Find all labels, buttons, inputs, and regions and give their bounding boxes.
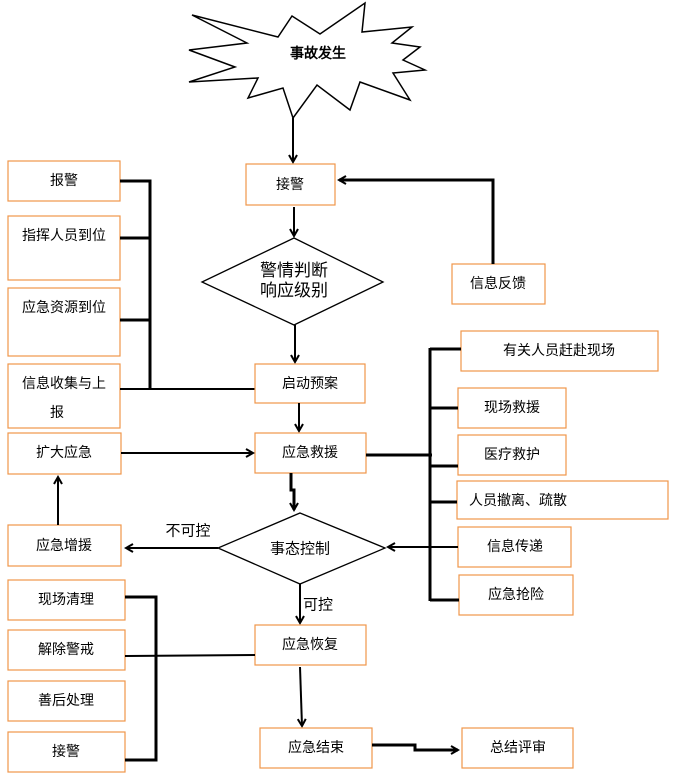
connector [124, 654, 256, 657]
emergency-repair-box [458, 574, 574, 616]
review-label: 总结评审 [490, 740, 546, 756]
personnel-arrive-box [460, 330, 659, 372]
judge-line2: 响应级别 [260, 281, 328, 301]
site-cleanup-label: 现场清理 [38, 592, 94, 608]
feedback-box [451, 263, 546, 305]
info-collect-label-2: 报 [50, 405, 64, 421]
receive-alarm-2-box [7, 731, 126, 773]
medical-label: 医疗救护 [484, 447, 540, 463]
info-transfer-box [457, 526, 572, 568]
personnel-arrive-label: 有关人员赶赴现场 [503, 343, 615, 359]
receive-alarm-label: 接警 [276, 176, 304, 193]
end-box [259, 727, 373, 769]
left-bracket [120, 179, 152, 389]
site-cleanup-box [7, 579, 126, 621]
alarm-box [7, 160, 121, 202]
review-box [461, 727, 574, 769]
arrow [372, 743, 458, 750]
controllable-label: 可控 [303, 596, 333, 614]
expand-box [7, 432, 122, 475]
emergency-repair-label: 应急抢险 [488, 586, 544, 603]
accident-occurs-node: 事故发生 [188, 1, 428, 120]
commander-label: 指挥人员到位 [22, 228, 106, 244]
start-plan-box [254, 363, 366, 404]
commander-box [7, 215, 121, 281]
start-plan-label: 启动预案 [282, 375, 338, 392]
aftermath-box [7, 680, 126, 722]
arrow [300, 666, 302, 726]
aftermath-label: 善后处理 [38, 693, 94, 709]
receive-alarm-box [245, 163, 336, 206]
evacuation-label: 人员撤离、疏散 [469, 492, 567, 509]
reinforce-label: 应急增援 [36, 537, 92, 554]
feedback-arrow [339, 180, 495, 264]
info-collect-box [7, 363, 121, 429]
rescue-label: 应急救援 [282, 444, 338, 461]
lift-alert-label: 解除警戒 [38, 642, 94, 658]
expand-label: 扩大应急 [36, 444, 92, 461]
left-bottom-items: 现场清理 解除警戒 善后处理 接警 [7, 579, 126, 773]
evacuation-box [456, 480, 669, 520]
info-collect-label-1: 信息收集与上 [22, 375, 106, 392]
resources-box [7, 287, 121, 357]
alarm-label: 报警 [50, 173, 78, 189]
arrow [291, 473, 294, 510]
info-transfer-label: 信息传递 [487, 538, 543, 555]
accident-occurs-label: 事故发生 [290, 45, 346, 62]
control-label: 事态控制 [270, 540, 330, 558]
left-bottom-bracket [125, 595, 158, 762]
resources-label: 应急资源到位 [22, 299, 106, 316]
site-rescue-label: 现场救援 [484, 400, 540, 416]
rescue-box [254, 432, 367, 474]
right-items: 有关人员赶赴现场 现场救援 医疗救护 人员撤离、疏散 信息传递 应急抢险 [388, 330, 669, 616]
reinforce-box [7, 524, 122, 567]
lift-alert-box [7, 629, 126, 671]
medical-box [457, 434, 567, 476]
site-rescue-box [457, 387, 567, 429]
recovery-box [254, 624, 367, 666]
feedback-label: 信息反馈 [470, 275, 526, 292]
judge-line1: 警情判断 [260, 261, 328, 281]
recovery-label: 应急恢复 [282, 636, 338, 653]
receive-alarm-2-label: 接警 [52, 743, 80, 760]
uncontrollable-label: 不可控 [165, 522, 210, 540]
end-label: 应急结束 [288, 739, 344, 756]
